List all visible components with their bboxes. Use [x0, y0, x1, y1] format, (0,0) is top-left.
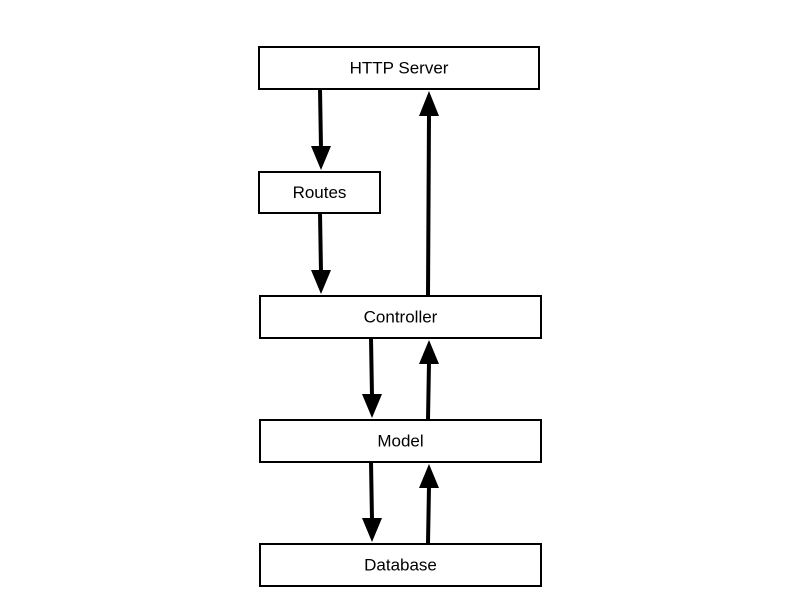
edge-controller-to-model-line [369, 337, 374, 397]
edge-controller-to-http-server-arrowhead [419, 91, 439, 116]
node-model-label: Model [377, 432, 423, 451]
edge-model-to-database-arrowhead [362, 518, 382, 542]
node-controller: Controller [259, 295, 542, 339]
node-database-box [259, 543, 542, 587]
edge-http-server-to-routes-arrowhead [311, 146, 331, 170]
node-http-server-box [258, 46, 540, 90]
edge-controller-to-http-server [419, 91, 439, 297]
node-routes: Routes [258, 171, 381, 214]
node-http-server-label: HTTP Server [350, 59, 449, 78]
edge-database-to-model-arrowhead [419, 464, 439, 488]
edge-controller-to-model-arrowhead [362, 394, 382, 418]
edge-http-server-to-routes [311, 88, 331, 170]
node-database-label: Database [364, 556, 437, 575]
node-controller-box [259, 295, 542, 339]
edge-controller-to-model [362, 337, 382, 418]
edge-routes-to-controller [311, 212, 331, 294]
node-controller-label: Controller [364, 308, 438, 327]
node-routes-label: Routes [293, 183, 347, 202]
edge-model-to-database-line [369, 461, 374, 521]
edge-model-to-controller-arrowhead [419, 340, 439, 364]
edge-model-to-controller-line [426, 361, 431, 421]
node-routes-box [258, 171, 381, 214]
edge-controller-to-http-server-line [426, 113, 431, 297]
edge-http-server-to-routes-line [318, 88, 323, 149]
edge-routes-to-controller-arrowhead [311, 270, 331, 294]
edge-database-to-model [419, 464, 439, 545]
edge-model-to-database [362, 461, 382, 542]
node-model: Model [259, 419, 542, 463]
node-model-box [259, 419, 542, 463]
node-database: Database [259, 543, 542, 587]
edge-routes-to-controller-line [318, 212, 323, 273]
edge-database-to-model-line [426, 485, 431, 545]
node-http-server: HTTP Server [258, 46, 540, 90]
edge-model-to-controller [419, 340, 439, 421]
